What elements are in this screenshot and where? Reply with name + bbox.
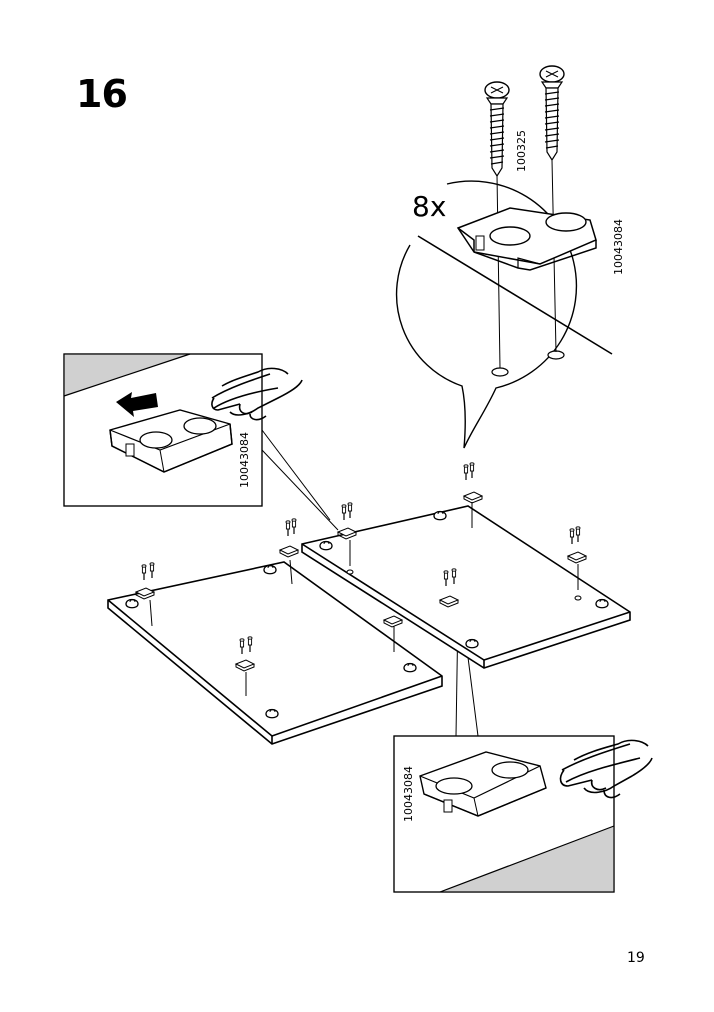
left-inset: 10043084 (63, 353, 303, 507)
bottom-inset-part-number: 10043084 (402, 766, 415, 822)
bracket-part (109, 409, 233, 473)
screw-icon (539, 65, 565, 162)
bracket-part-number: 10043084 (612, 219, 625, 275)
bottom-inset: 10043084 (393, 735, 653, 893)
detail-callout: 8x 100325 10043084 (395, 65, 625, 449)
step-number: 16 (76, 72, 128, 116)
bracket-part (419, 751, 547, 817)
hole-icon (491, 367, 509, 377)
bracket-part (456, 207, 597, 271)
right-panel (301, 462, 631, 669)
hand-pointing-icon (559, 739, 653, 799)
hand-pointing-icon (211, 367, 303, 421)
arrow-left-icon (116, 392, 158, 417)
screw-part-number: 100325 (515, 130, 528, 172)
quantity-label: 8x (412, 190, 446, 223)
screw-icon (484, 81, 510, 178)
panel-edge-line (417, 235, 613, 355)
left-panel (107, 518, 443, 745)
left-inset-part-number: 10043084 (238, 432, 251, 488)
page-number: 19 (627, 950, 645, 966)
hole-icon (547, 350, 565, 360)
